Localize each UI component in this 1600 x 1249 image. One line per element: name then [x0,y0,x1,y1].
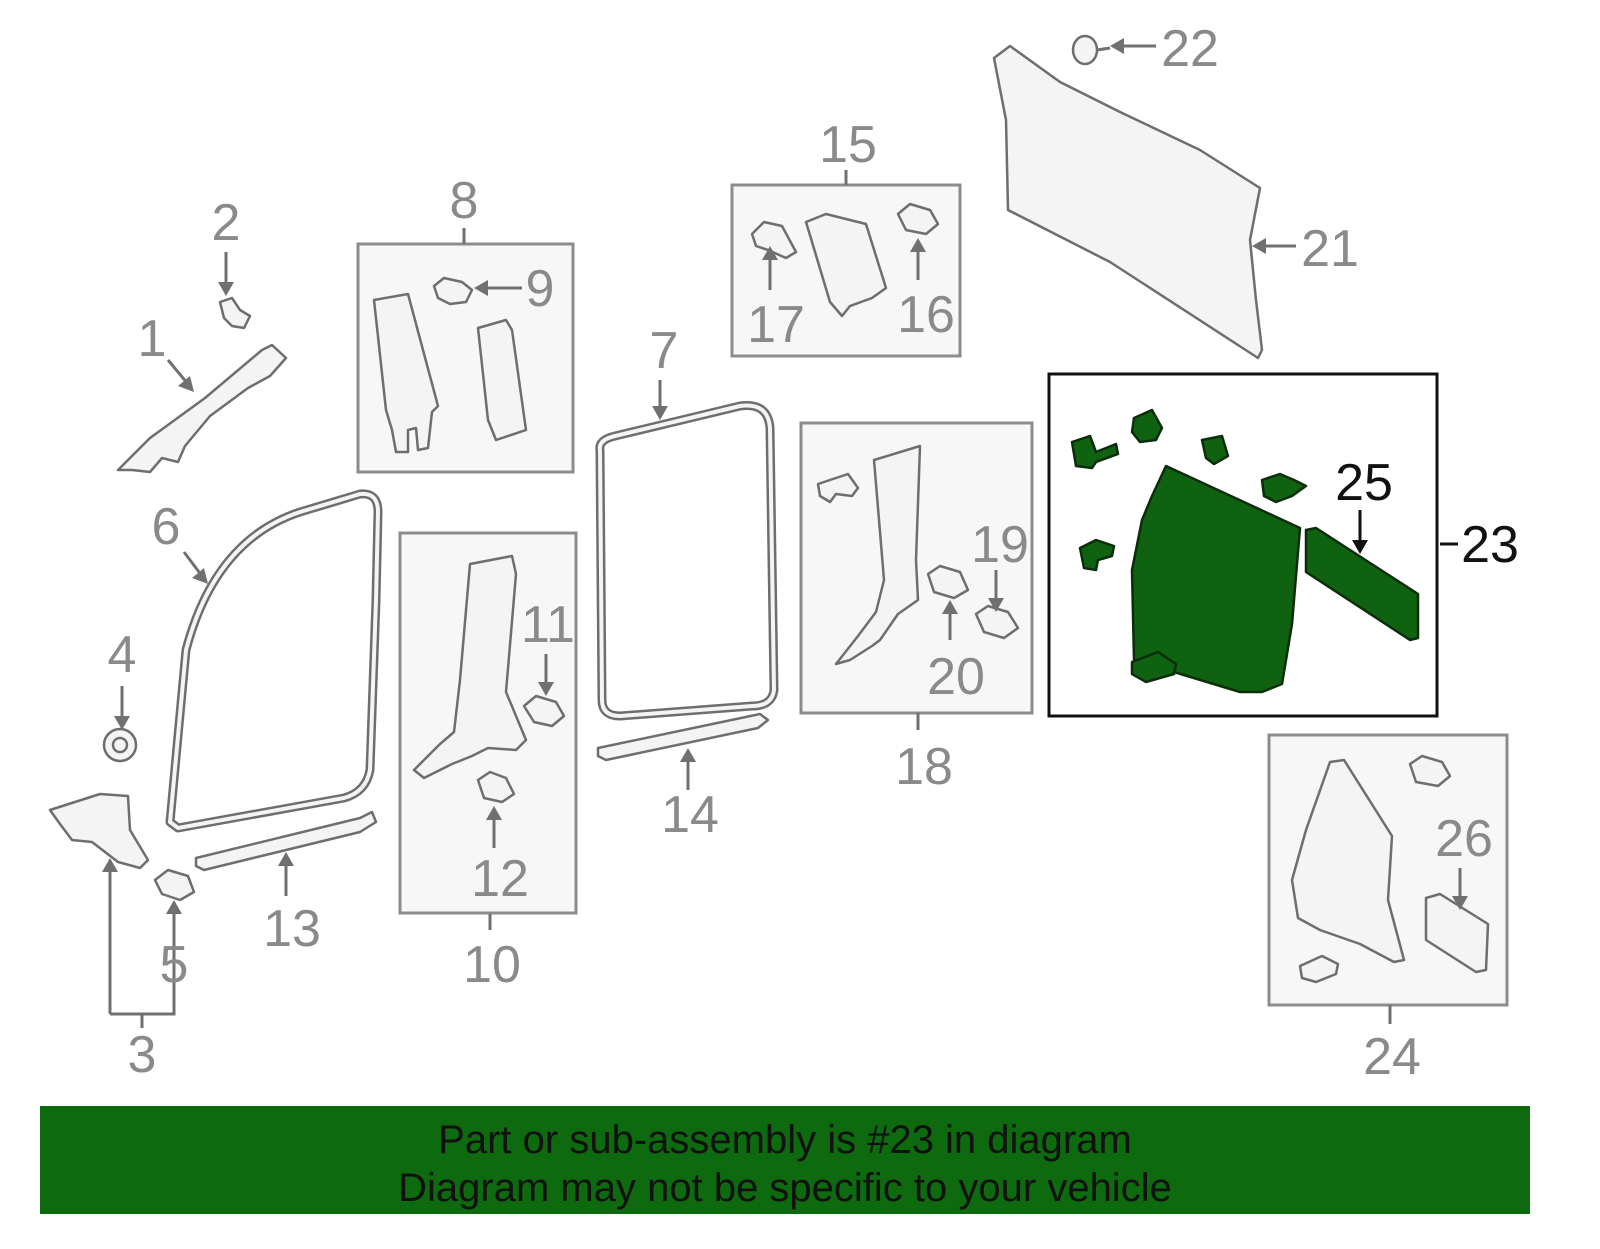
callout-7: 7 [650,322,679,380]
part-4-nut[interactable] [102,727,138,763]
callout-2: 2 [212,194,241,252]
part-8-trim-piece[interactable] [476,318,528,442]
callout-25: 25 [1335,454,1393,512]
callout-6: 6 [152,498,181,556]
callout-14: 14 [661,786,719,844]
part-18-quarter-trim[interactable] [834,444,922,666]
part-13-sill-plate[interactable] [194,810,378,872]
callout-9: 9 [526,260,555,318]
part-14-sill-plate[interactable] [596,712,770,762]
callout-3: 3 [128,1026,157,1084]
part-9-clip[interactable] [432,276,474,306]
part-10-pillar-trim[interactable] [412,554,528,780]
callout-22: 22 [1161,20,1219,78]
part-24-small-piece[interactable] [1298,954,1340,984]
part-23-panel[interactable] [1130,464,1302,694]
part-12-clip[interactable] [476,770,516,804]
callout-1: 1 [138,310,167,368]
banner-line-2: Diagram may not be specific to your vehi… [398,1166,1172,1210]
part-11-clip[interactable] [522,694,566,728]
part-26-pad[interactable] [1424,892,1490,974]
callout-5: 5 [160,936,189,994]
callout-24: 24 [1363,1028,1421,1086]
callout-17: 17 [747,296,805,354]
part-2-clip[interactable] [218,296,252,330]
callout-13: 13 [263,900,321,958]
callout-4: 4 [108,626,137,684]
banner-line-1: Part or sub-assembly is #23 in diagram [438,1118,1132,1162]
callout-15: 15 [819,116,877,174]
callout-23[interactable]: 23 [1461,516,1519,574]
part-18-small-piece[interactable] [816,472,860,504]
part-24-clip[interactable] [1408,754,1452,788]
part-7-door-weatherstrip[interactable] [595,400,779,721]
part-8-upper-trim[interactable] [372,292,440,454]
part-3-lower-trim[interactable] [48,792,150,870]
part-19-clip[interactable] [974,604,1020,640]
part-24-trim[interactable] [1290,758,1406,964]
callout-18: 18 [895,738,953,796]
callout-8: 8 [450,172,479,230]
part-1-pillar-trim[interactable] [116,343,288,474]
part-5-clip[interactable] [153,868,196,902]
part-23-hardware[interactable] [1070,408,1308,684]
callout-11: 11 [521,596,575,654]
part-15-trim-piece[interactable] [804,212,888,318]
callout-21: 21 [1301,220,1359,278]
callout-20: 20 [927,648,985,706]
info-banner: Part or sub-assembly is #23 in diagram D… [40,1106,1530,1214]
part-21-back-panel[interactable] [992,44,1264,360]
part-17-clip[interactable] [750,220,798,260]
part-22-clip[interactable] [1071,34,1111,66]
part-16-clip[interactable] [896,202,940,236]
callout-12: 12 [471,850,529,908]
callout-19: 19 [971,516,1029,574]
part-20-clip[interactable] [926,564,970,600]
part-6-door-weatherstrip[interactable] [165,489,383,833]
callout-16: 16 [897,286,955,344]
callout-26: 26 [1435,810,1493,868]
callout-10: 10 [463,936,521,994]
part-25-strip[interactable] [1304,526,1420,642]
